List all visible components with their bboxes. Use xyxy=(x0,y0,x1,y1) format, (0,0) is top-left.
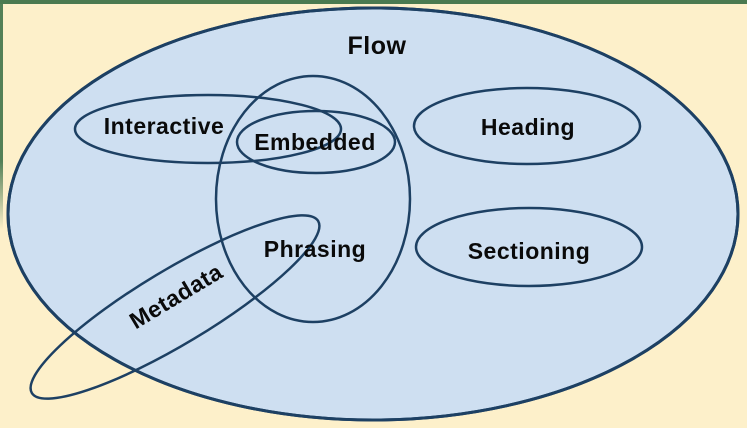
phrasing-ellipse xyxy=(214,74,412,324)
top-frame-border xyxy=(0,0,747,4)
heading-label: Heading xyxy=(481,114,575,140)
left-frame-border xyxy=(0,0,3,230)
embedded-ellipse xyxy=(235,109,397,175)
flow-label: Flow xyxy=(348,32,407,60)
phrasing-label: Phrasing xyxy=(264,236,366,262)
interactive-ellipse xyxy=(73,93,343,165)
metadata-ellipse xyxy=(29,214,321,400)
interactive-label: Interactive xyxy=(104,113,225,139)
sectioning-ellipse xyxy=(414,206,644,288)
sectioning-label: Sectioning xyxy=(468,238,591,264)
embedded-label: Embedded xyxy=(254,129,376,155)
flow-ellipse-outline xyxy=(6,6,740,422)
heading-ellipse xyxy=(412,86,642,166)
flow-ellipse xyxy=(6,6,740,422)
